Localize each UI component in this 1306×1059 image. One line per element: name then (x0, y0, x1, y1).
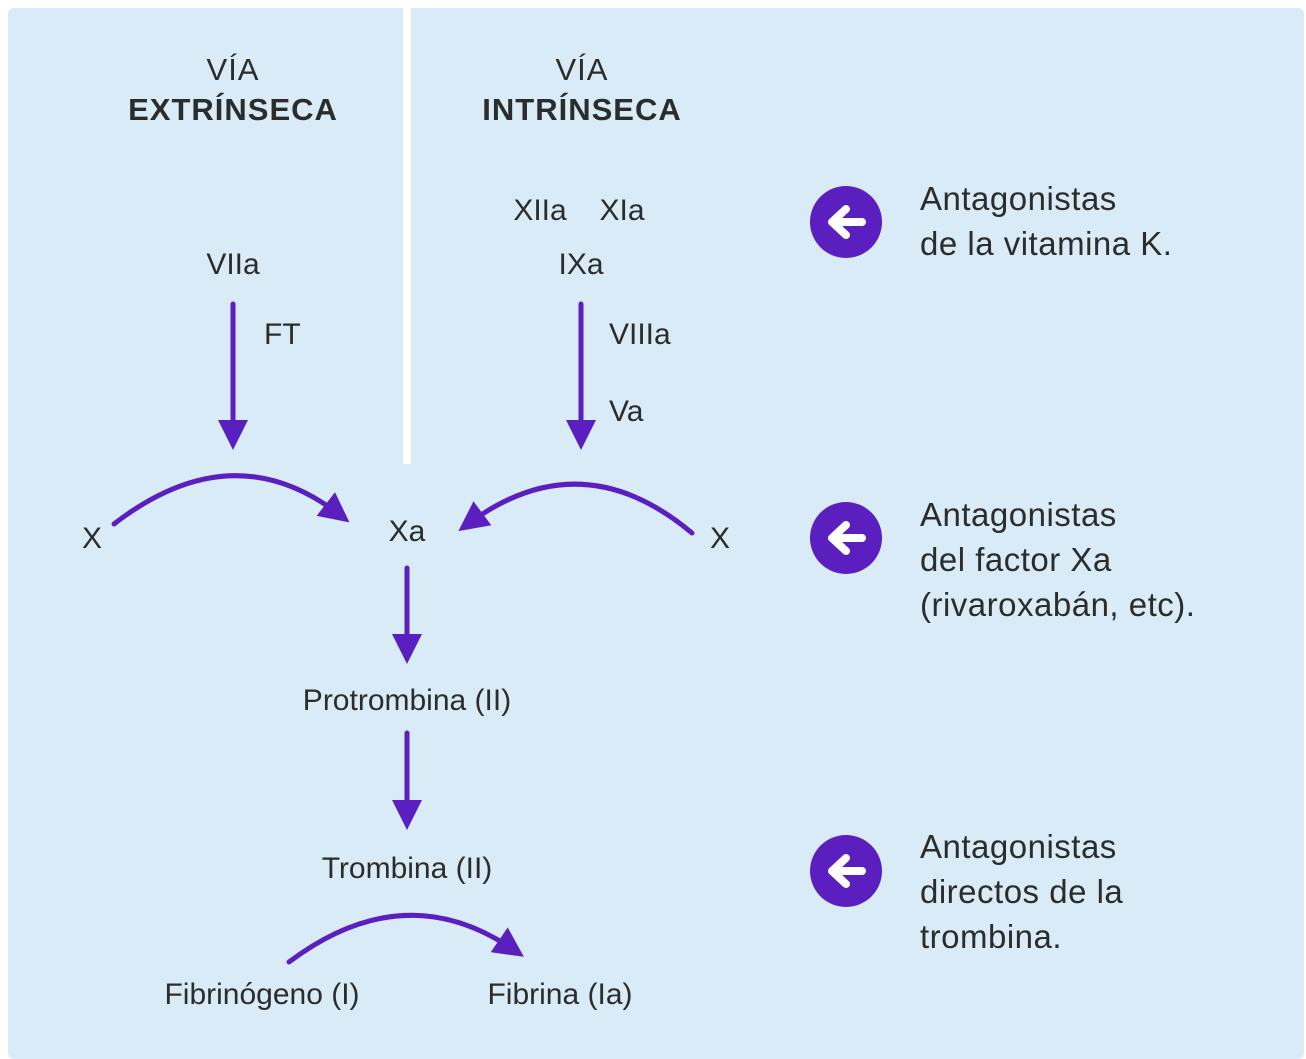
factor-viiia-label: VIIIa (609, 318, 671, 351)
trombina-label: Trombina (II) (321, 852, 493, 885)
fibrinogeno-label: Fibrinógeno (I) (164, 978, 360, 1011)
ft-label: FT (264, 318, 301, 351)
arc-x-left-to-xa (111, 473, 350, 527)
arc-fibrinogeno-to-fibrina (286, 912, 524, 965)
factor-ixa-label: IXa (558, 248, 604, 281)
arrow-left-circle-icon (810, 186, 882, 258)
extrinsic-pathway-header: VÍA EXTRÍNSECA (128, 50, 338, 130)
antagonist-2-line-3: (rivaroxabán, etc). (920, 586, 1196, 623)
antagonist-3-line-3: trombina. (920, 918, 1063, 955)
antagonist-2-line-1: Antagonistas (920, 496, 1117, 533)
antagonist-3-line-1: Antagonistas (920, 828, 1117, 865)
intrinsic-header-line1: VÍA (555, 52, 609, 87)
antagonist-factor-xa-note: Antagonistas del factor Xa (rivaroxabán,… (920, 492, 1195, 627)
arrow-left-circle-icon (810, 835, 882, 907)
antagonist-1-line-1: Antagonistas (920, 180, 1117, 217)
factor-va-label: Va (609, 395, 644, 428)
diagram-background (8, 8, 1304, 1059)
extrinsic-header-line2: EXTRÍNSECA (128, 92, 338, 127)
arrow-left-circle-icon (810, 502, 882, 574)
arc-x-right-to-xa (458, 481, 695, 536)
factor-xa-label: Xa (388, 515, 426, 548)
pathway-divider (403, 8, 411, 464)
protrombina-label: Protrombina (II) (302, 684, 512, 717)
extrinsic-header-line1: VÍA (206, 52, 260, 87)
factor-viia-label: VIIa (206, 248, 260, 281)
antagonist-1-line-2: de la vitamina K. (920, 225, 1173, 262)
fibrina-label: Fibrina (Ia) (487, 978, 633, 1011)
antagonist-thrombin-note: Antagonistas directos de la trombina. (920, 824, 1123, 959)
factor-xiia-label: XIIa (513, 194, 567, 227)
intrinsic-header-line2: INTRÍNSECA (482, 92, 682, 127)
factor-x-right-label: X (709, 522, 731, 555)
antagonist-3-line-2: directos de la (920, 873, 1124, 910)
factor-x-left-label: X (81, 522, 103, 555)
factor-xia-label: XIa (599, 194, 645, 227)
intrinsic-pathway-header: VÍA INTRÍNSECA (482, 50, 681, 130)
antagonist-2-line-2: del factor Xa (920, 541, 1112, 578)
antagonist-vitamin-k-note: Antagonistas de la vitamina K. (920, 176, 1172, 266)
